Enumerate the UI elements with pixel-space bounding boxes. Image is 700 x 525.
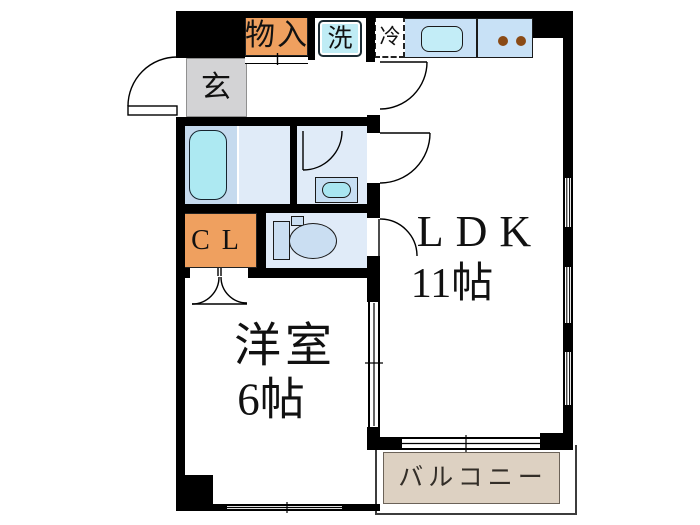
- closet-box: [183, 213, 257, 268]
- window-pane-lines: [566, 267, 571, 323]
- wall-segment: [563, 11, 573, 178]
- washing-machine-box: [318, 20, 362, 57]
- fridge-label: 冷: [379, 24, 401, 49]
- entrance-room: [186, 58, 247, 117]
- window: [563, 178, 573, 227]
- washer-label: 洗: [327, 25, 353, 53]
- toilet-bowl: [289, 223, 337, 259]
- wall-segment: [563, 405, 573, 440]
- washroom-ldk-door-arc: [379, 132, 431, 184]
- window-pane-lines: [566, 352, 571, 405]
- closet-door-arc-right: [220, 276, 248, 304]
- window: [563, 267, 573, 323]
- wall-segment: [185, 504, 227, 511]
- vanity-basin: [322, 182, 351, 198]
- balcony-window-detail: [402, 435, 540, 452]
- wall-segment: [176, 117, 185, 511]
- western-room-size-label: 6帖: [237, 374, 305, 425]
- western-room-label: 洋室: [234, 320, 336, 373]
- wall-segment: [290, 126, 297, 204]
- ldk-size-label: 11帖: [410, 261, 494, 307]
- wall-segment: [366, 11, 375, 62]
- bedroom-window-detail: [227, 502, 342, 513]
- closet-door-arc-left: [191, 276, 220, 305]
- ldk-label: LDK: [416, 207, 544, 256]
- wall-segment: [540, 433, 573, 450]
- bathroom-floor-right: [237, 126, 290, 204]
- balcony-label: バルコニー: [398, 464, 548, 492]
- kitchen-sink: [421, 26, 463, 52]
- toilet-door-arc: [379, 218, 418, 257]
- window: [563, 352, 573, 405]
- entrance-label: 玄: [201, 71, 231, 104]
- stove-burner-right: [516, 36, 526, 46]
- wall-segment: [176, 117, 380, 126]
- wall-segment: [367, 437, 402, 450]
- storage-shelf: [245, 56, 308, 64]
- entrance-door-panel: [127, 105, 178, 116]
- fridge-box: [374, 16, 405, 58]
- wall-segment: [308, 11, 315, 60]
- closet-door-ticks: [217, 268, 222, 276]
- bathtub: [189, 130, 227, 200]
- sliding-door-detail: [365, 303, 383, 426]
- balcony-floor: [383, 452, 560, 504]
- entrance-door-arc: [127, 56, 178, 107]
- wall-segment: [176, 204, 380, 213]
- wall-segment: [176, 11, 245, 58]
- wall-segment: [563, 227, 573, 267]
- wall-segment: [563, 323, 573, 352]
- closet-label: CL: [191, 225, 251, 256]
- wall-segment: [257, 213, 266, 268]
- window-pane-lines: [566, 178, 571, 227]
- stove-burner-left: [498, 36, 508, 46]
- wall-segment: [342, 504, 380, 511]
- storage-label: 物入: [245, 19, 309, 52]
- wall-segment: [248, 268, 380, 278]
- wall-segment: [367, 256, 380, 302]
- toilet-flush-box: [291, 216, 304, 226]
- washroom-door-arc: [302, 130, 343, 171]
- hall-door-arc: [379, 61, 428, 110]
- kitchen-counter-divider: [476, 18, 478, 58]
